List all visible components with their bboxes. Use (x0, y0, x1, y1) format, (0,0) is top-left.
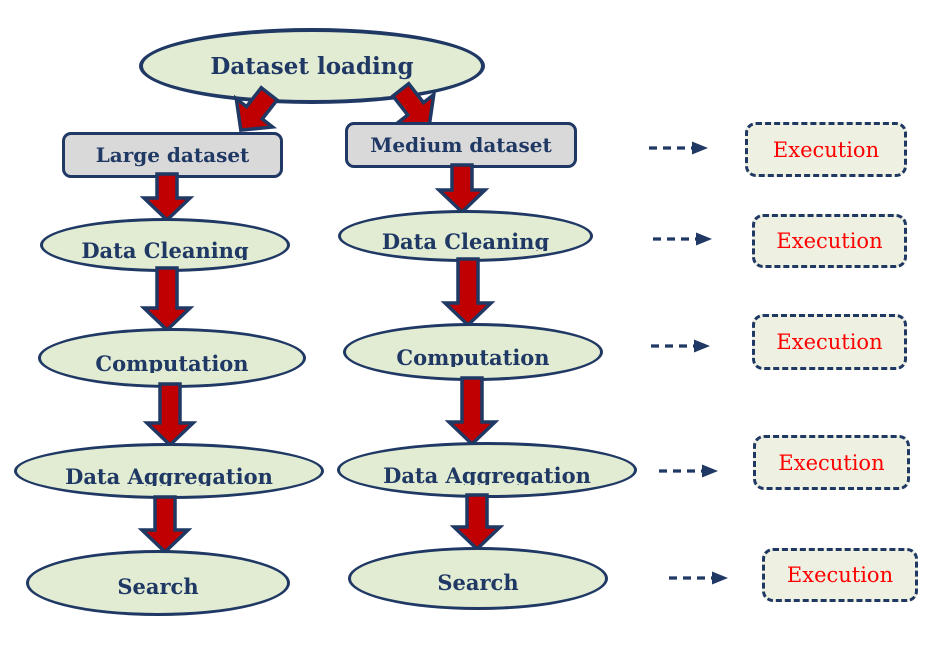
execution-box-3: Execution (752, 314, 907, 370)
execution-box-2-label: Execution (776, 229, 883, 253)
node-large-dataset: Large dataset (62, 132, 283, 178)
branch-arrow-to-large-icon (233, 85, 280, 133)
execution-box-1: Execution (745, 122, 907, 177)
node-large-search: Search (26, 550, 290, 616)
node-large-data-cleaning-label: Data Cleaning (81, 237, 249, 260)
node-dataset-loading: Dataset loading (139, 28, 485, 104)
node-medium-data-cleaning: Data Cleaning (338, 210, 593, 262)
branch-arrow-to-medium-icon (390, 81, 437, 129)
node-medium-data-cleaning-label: Data Cleaning (381, 228, 550, 251)
arrow-large-to-cleaning-icon (139, 172, 195, 223)
node-medium-computation: Computation (343, 323, 603, 381)
dashed-arrow-execution-3-icon (651, 339, 710, 353)
node-large-dataset-label: Large dataset (95, 143, 250, 167)
node-medium-dataset: Medium dataset (345, 122, 577, 168)
arrow-large-to-aggregation-icon (142, 382, 198, 448)
node-large-data-aggregation: Data Aggregation (14, 443, 324, 499)
node-large-data-aggregation-label: Data Aggregation (65, 463, 273, 486)
arrow-large-to-search-icon (137, 495, 193, 555)
dashed-arrow-execution-5-icon (669, 571, 728, 585)
node-medium-data-aggregation: Data Aggregation (337, 442, 637, 498)
execution-box-2: Execution (752, 214, 907, 268)
arrow-medium-to-computation-icon (440, 257, 496, 328)
dashed-arrow-execution-1-icon (649, 141, 708, 155)
node-medium-computation-label: Computation (396, 344, 550, 367)
arrow-medium-to-cleaning-icon (434, 163, 490, 215)
node-medium-dataset-label: Medium dataset (370, 133, 552, 157)
node-large-computation-label: Computation (95, 350, 249, 373)
execution-box-1-label: Execution (772, 137, 880, 162)
execution-box-3-label: Execution (776, 330, 883, 354)
arrow-medium-to-search-icon (449, 493, 505, 552)
dashed-arrow-execution-2-icon (653, 232, 712, 246)
node-large-computation: Computation (38, 328, 306, 388)
execution-box-4-label: Execution (778, 450, 885, 475)
arrow-large-to-computation-icon (139, 266, 195, 333)
node-large-data-cleaning: Data Cleaning (40, 218, 290, 272)
dashed-arrow-execution-4-icon (659, 464, 718, 478)
execution-box-5-label: Execution (786, 563, 894, 587)
node-medium-search-label: Search (437, 569, 519, 592)
node-medium-search: Search (348, 547, 608, 610)
execution-box-4: Execution (753, 435, 910, 490)
node-dataset-loading-label: Dataset loading (210, 52, 414, 80)
execution-box-5: Execution (762, 548, 918, 602)
node-medium-data-aggregation-label: Data Aggregation (383, 462, 591, 485)
node-large-search-label: Search (117, 574, 199, 596)
arrow-medium-to-aggregation-icon (444, 376, 500, 447)
